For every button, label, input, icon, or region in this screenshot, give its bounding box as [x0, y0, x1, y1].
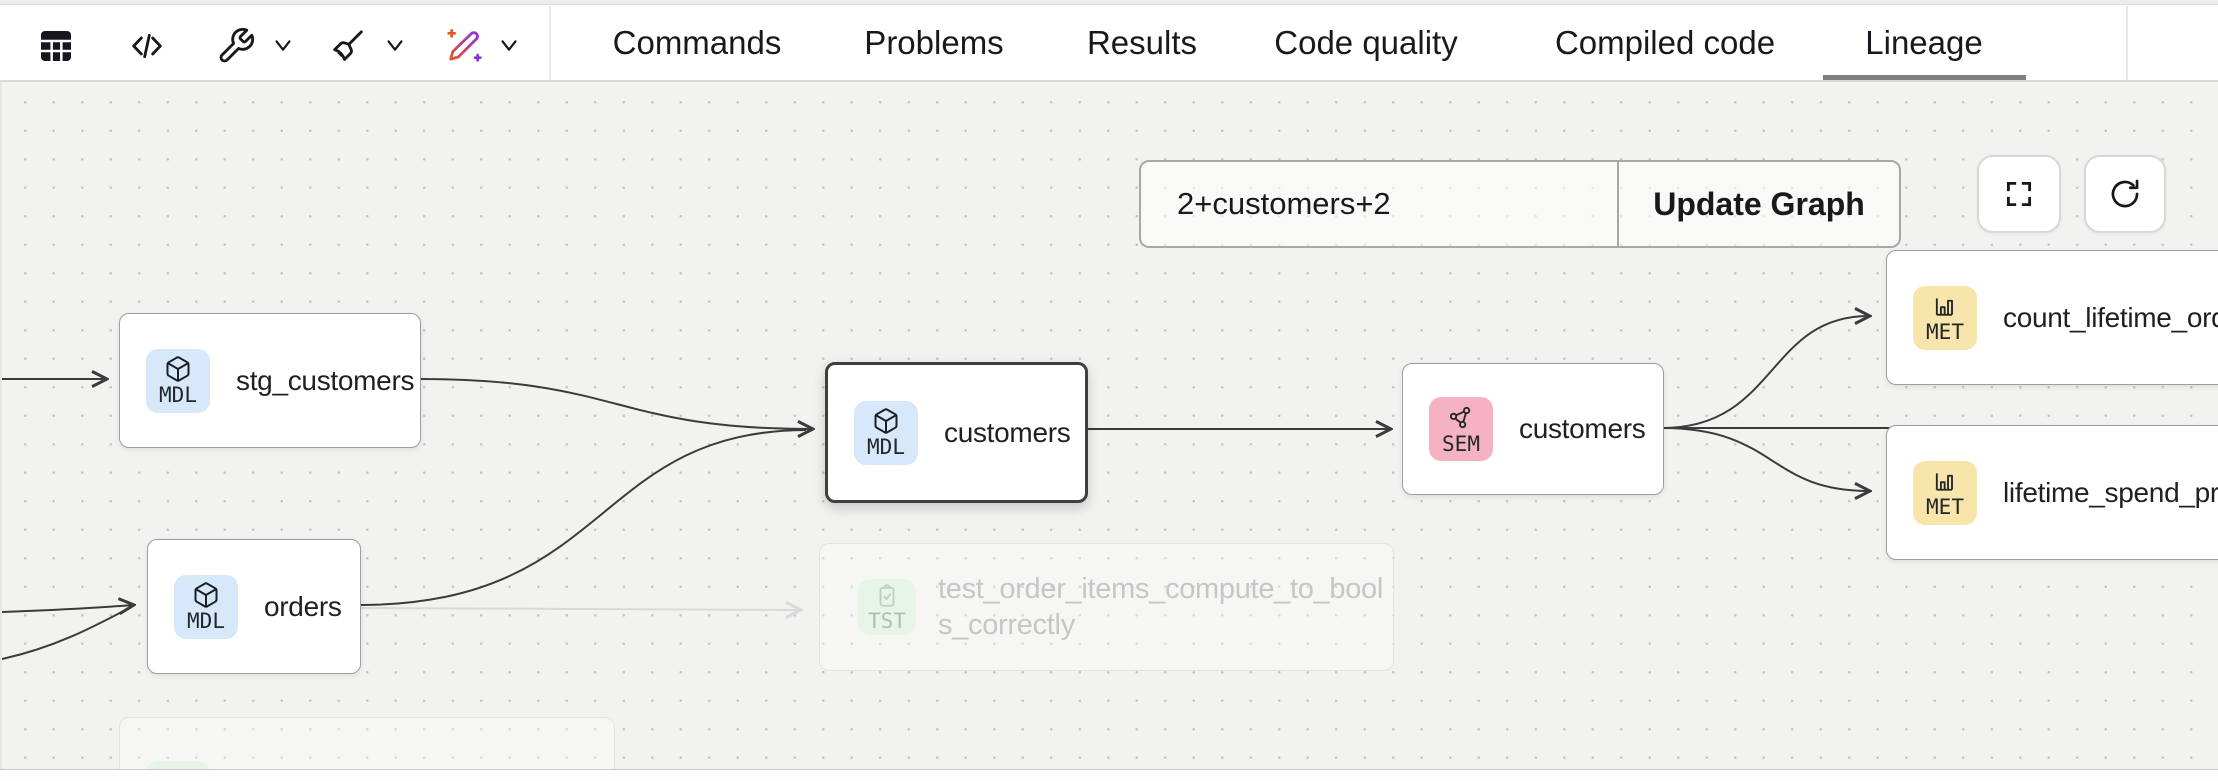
network-icon: [1449, 406, 1471, 428]
badge-label: TST: [868, 608, 906, 633]
fullscreen-icon: [2006, 181, 2032, 207]
edge-orders-to-customers: [358, 429, 807, 606]
badge-label: MDL: [187, 609, 225, 633]
edge-sem-to-lifetime-spend-pretax: [1661, 427, 1869, 491]
badge-label: MET: [1926, 320, 1964, 344]
edge-sem-to-count-lifetime-orders: [1661, 316, 1869, 429]
edge-orders-to-test-faded: [358, 608, 800, 610]
bar-chart-icon: [1935, 473, 1953, 491]
cube-icon: [166, 356, 190, 382]
table-view-icon[interactable]: [36, 26, 76, 66]
bottom-panel-edge: [0, 769, 2218, 781]
badge-label: MDL: [867, 435, 905, 459]
code-editor-icon: [132, 33, 162, 59]
model-badge: MDL: [854, 400, 918, 465]
wrench-icon: [219, 27, 255, 63]
node-orders[interactable]: MDL orders: [147, 539, 361, 674]
refresh-icon: [2111, 179, 2139, 208]
tab-compiled-code[interactable]: Compiled code: [1554, 24, 1776, 61]
window-top-strip: [0, 0, 2218, 5]
graph-controls: 2+customers+2 Update Graph: [1139, 160, 1901, 248]
node-faded-partial[interactable]: [119, 717, 615, 769]
tab-code-quality[interactable]: Code quality: [1274, 24, 1458, 61]
node-label: count_lifetime_orders: [2003, 301, 2218, 333]
tab-commands[interactable]: Commands: [612, 24, 782, 61]
toolbar-divider: [549, 6, 551, 80]
metric-badge: MET: [1913, 460, 1977, 525]
build-tools-chevron-icon[interactable]: [272, 38, 294, 54]
toolbar-divider-right: [2126, 6, 2128, 80]
fullscreen-button[interactable]: [1977, 155, 2061, 233]
semantic-model-badge: SEM: [1429, 397, 1493, 461]
model-badge: MDL: [146, 348, 210, 413]
cube-icon: [194, 582, 218, 608]
ai-assist-chevron-icon[interactable]: [498, 38, 520, 54]
node-label: customers: [1519, 413, 1646, 444]
active-tab-indicator: [1823, 75, 2026, 80]
table-view-icon: [41, 31, 71, 61]
lineage-canvas[interactable]: MDL stg_customers MDL orders MDL custome…: [0, 82, 2218, 769]
badge-label: MET: [1926, 495, 1964, 519]
cube-icon: [874, 408, 898, 434]
tab-problems[interactable]: Problems: [864, 24, 1004, 61]
faded-badge: [146, 761, 210, 769]
edge-into-orders-2: [2, 605, 134, 660]
badge-label: MDL: [159, 383, 197, 407]
edge-stg-customers-to-customers: [418, 378, 812, 429]
node-count-lifetime-orders[interactable]: MET count_lifetime_orders: [1886, 250, 2218, 385]
edge-into-orders-1: [2, 605, 133, 612]
node-label: customers: [944, 416, 1071, 448]
build-tools-icon[interactable]: [216, 26, 256, 66]
clipboard-check-icon: [879, 583, 895, 607]
chevron-down-icon: [275, 40, 291, 51]
bar-chart-icon: [1935, 298, 1953, 316]
node-test-order-items[interactable]: TST test_order_items_compute_to_bools_co…: [819, 543, 1394, 671]
tab-results[interactable]: Results: [1086, 24, 1198, 61]
node-label: lifetime_spend_pretax: [2003, 476, 2218, 508]
node-label: test_order_items_compute_to_bools_correc…: [938, 573, 1384, 641]
editor-topbar: Commands Problems Results Code quality C…: [0, 0, 2218, 82]
node-label: orders: [264, 590, 342, 622]
tab-lineage[interactable]: Lineage: [1865, 24, 1983, 61]
lineage-edges: [2, 82, 1894, 660]
code-editor-icon[interactable]: [126, 26, 168, 66]
node-customers-model[interactable]: MDL customers: [825, 362, 1088, 503]
cleanup-broom-icon[interactable]: [328, 26, 368, 66]
node-label: stg_customers: [236, 364, 415, 396]
model-badge: MDL: [174, 574, 238, 639]
chevron-down-icon: [501, 40, 517, 51]
test-badge: TST: [858, 579, 916, 635]
badge-label: SEM: [1442, 431, 1480, 456]
node-customers-semantic[interactable]: SEM customers: [1402, 363, 1664, 495]
broom-icon: [333, 30, 363, 61]
metric-badge: MET: [1913, 285, 1977, 350]
node-lifetime-spend-pretax[interactable]: MET lifetime_spend_pretax: [1886, 425, 2218, 560]
update-graph-button[interactable]: Update Graph: [1653, 185, 1865, 222]
magic-pencil-icon: [447, 28, 482, 62]
cleanup-chevron-icon[interactable]: [384, 38, 406, 54]
refresh-graph-button[interactable]: [2084, 155, 2166, 233]
model-selector-input[interactable]: 2+customers+2: [1141, 162, 1619, 246]
node-stg-customers[interactable]: MDL stg_customers: [119, 313, 421, 448]
ai-assist-pencil-icon[interactable]: [444, 26, 484, 66]
chevron-down-icon: [387, 40, 403, 51]
